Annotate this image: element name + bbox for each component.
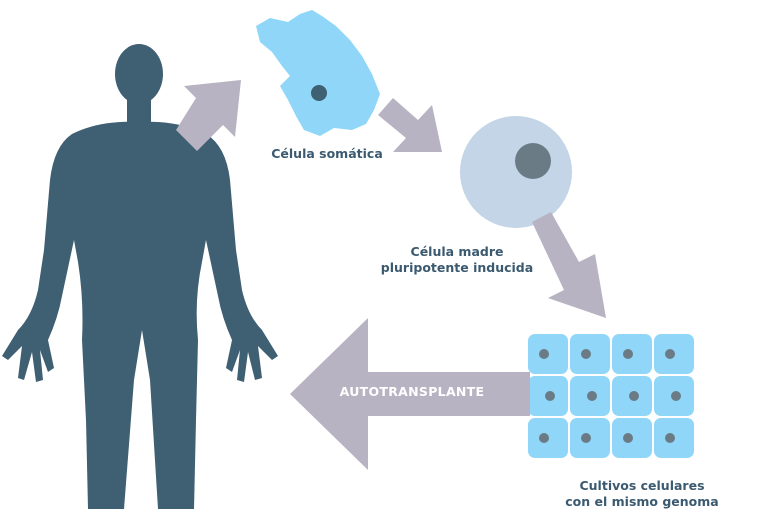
culture-cell-nucleus — [671, 391, 681, 401]
culture-cell-nucleus — [539, 349, 549, 359]
culture-cell-nucleus — [665, 433, 675, 443]
stem-cell-nucleus — [515, 143, 551, 179]
culture-cell-nucleus — [581, 433, 591, 443]
culture-cell-nucleus — [581, 349, 591, 359]
cultures-label-line2: con el mismo genoma — [565, 494, 719, 509]
culture-cell-nucleus — [623, 349, 633, 359]
stem-cell — [460, 116, 572, 228]
cultures-label-line1: Cultivos celulares — [579, 478, 705, 493]
stem-cell-label-line2: pluripotente inducida — [380, 260, 534, 275]
arrow-to-stem-cell — [378, 98, 442, 152]
cell-culture-grid — [528, 333, 694, 459]
stem-cell-body — [460, 116, 572, 228]
culture-cell-nucleus — [629, 391, 639, 401]
stem-cell-label-line1: Célula madre — [410, 244, 504, 259]
culture-cell-nucleus — [545, 391, 555, 401]
autotransplant-arrow — [290, 318, 530, 470]
culture-cell-nucleus — [587, 391, 597, 401]
arrow-to-somatic-cell — [176, 80, 241, 151]
culture-cell-nucleus — [623, 433, 633, 443]
autotransplant-label: AUTOTRANSPLANTE — [339, 384, 485, 399]
culture-cell-nucleus — [539, 433, 549, 443]
arrow-to-cultures — [532, 212, 606, 318]
culture-cell-nucleus — [665, 349, 675, 359]
somatic-cell-nucleus — [311, 85, 327, 101]
stem-cell-label: Célula madre pluripotente inducida — [372, 244, 542, 276]
human-silhouette — [2, 44, 278, 509]
cultures-label: Cultivos celulares con el mismo genoma — [552, 478, 732, 510]
somatic-cell — [256, 10, 380, 136]
somatic-cell-label: Célula somática — [271, 146, 383, 161]
somatic-cell-membrane — [256, 10, 380, 136]
